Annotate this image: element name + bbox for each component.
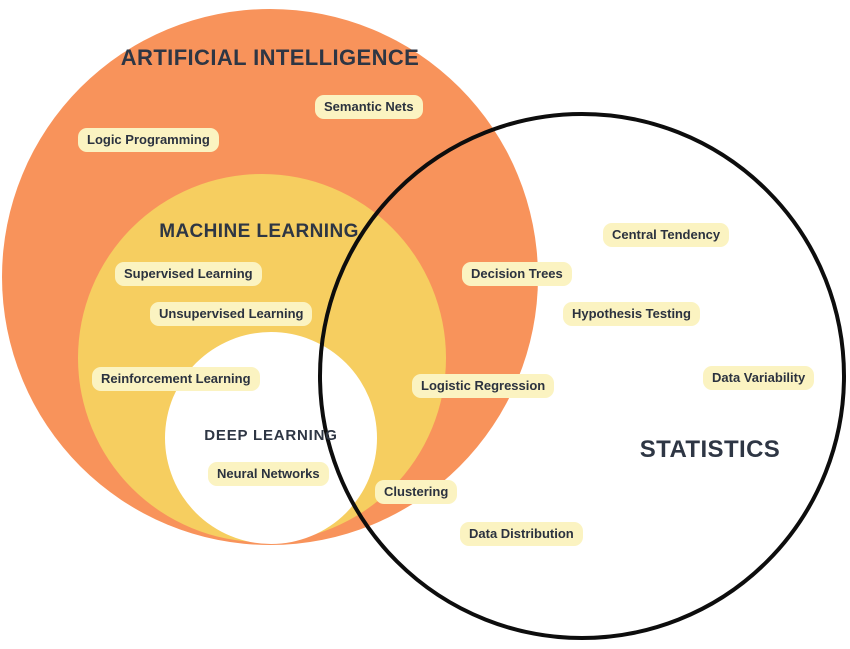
statistics-title: STATISTICS bbox=[639, 436, 781, 463]
label-data-variability: Data Variability bbox=[703, 366, 815, 390]
label-semantic-nets: Semantic Nets bbox=[315, 95, 423, 119]
label-reinforcement-learning: Reinforcement Learning bbox=[92, 367, 260, 391]
machine-learning-title: MACHINE LEARNING bbox=[159, 221, 359, 242]
label-central-tendency: Central Tendency bbox=[603, 223, 730, 247]
statistics-circle bbox=[318, 112, 846, 640]
label-logistic-regression: Logistic Regression bbox=[412, 374, 555, 398]
label-decision-trees: Decision Trees bbox=[462, 262, 572, 286]
label-data-distribution: Data Distribution bbox=[460, 522, 583, 546]
label-unsupervised-learning: Unsupervised Learning bbox=[150, 302, 313, 326]
artificial-intelligence-title: ARTIFICIAL INTELLIGENCE bbox=[120, 45, 420, 70]
label-logic-programming: Logic Programming bbox=[78, 128, 219, 152]
label-hypothesis-testing: Hypothesis Testing bbox=[563, 302, 700, 326]
label-supervised-learning: Supervised Learning bbox=[115, 262, 262, 286]
deep-learning-title: DEEP LEARNING bbox=[204, 427, 338, 444]
label-neural-networks: Neural Networks bbox=[208, 462, 329, 486]
label-clustering: Clustering bbox=[375, 480, 458, 504]
